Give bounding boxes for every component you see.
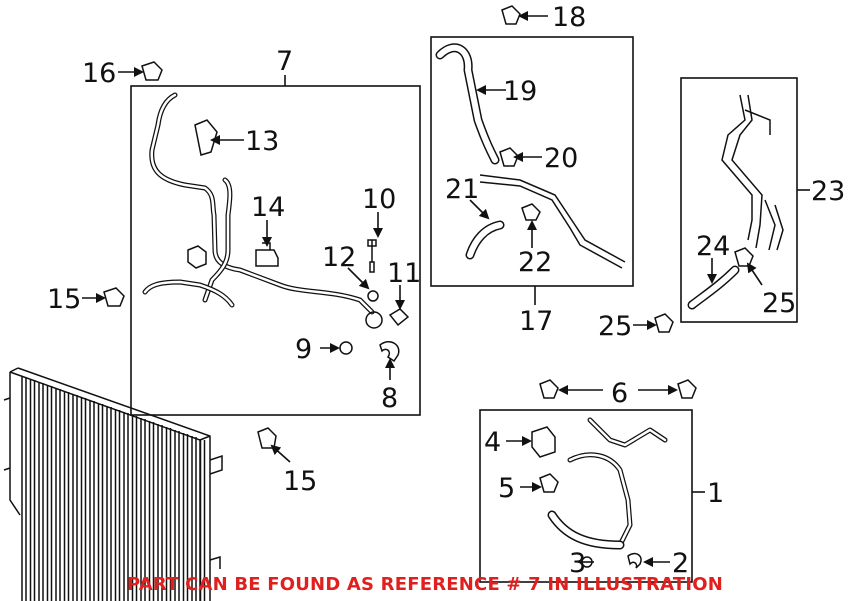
radiator-fin [97,403,104,601]
radiator-fin [123,412,129,601]
callout-18: 18 [552,2,586,33]
radiator-fin [46,385,53,601]
callout-23: 23 [811,176,845,207]
clip-15-bottom [257,427,277,449]
callout-9: 9 [295,334,312,365]
clip-2 [627,552,642,569]
callout-25-outer: 25 [598,311,632,342]
radiator-fin [72,394,78,601]
callout-1: 1 [707,478,724,509]
callout-2: 2 [672,548,689,579]
callout-3: 3 [569,548,586,579]
callout-20: 20 [544,143,578,174]
group-box-17 [430,36,634,287]
callout-21: 21 [445,174,479,205]
callout-4: 4 [484,427,501,458]
radiator-fin [106,406,112,601]
o-ring-12 [367,290,379,302]
sensor-10 [367,239,377,273]
pipe-17 [479,174,626,269]
radiator-fin [148,421,155,601]
callout-17: 17 [519,306,553,337]
radiator-fin [157,424,163,601]
clip-25-outer [654,313,674,333]
clip-16 [141,61,163,81]
pipe-23 [721,94,784,251]
reference-notice: PART CAN BE FOUND AS REFERENCE # 7 IN IL… [127,574,723,595]
radiator-fin [114,409,121,601]
clip-18 [501,5,521,25]
group-box-23 [680,77,798,323]
radiator-fin [21,376,27,601]
callout-16: 16 [82,58,116,89]
group-box-7 [130,85,421,416]
callout-13: 13 [245,126,279,157]
connector-4 [531,426,556,458]
callout-8: 8 [381,383,398,414]
radiator-fin [140,418,146,601]
radiator [3,367,223,601]
callout-19: 19 [503,76,537,107]
bracket-13 [194,119,218,156]
callout-12: 12 [322,242,356,273]
callout-5: 5 [498,473,515,504]
radiator-fin [80,397,87,601]
callout-24: 24 [696,231,730,262]
clip-5 [539,473,559,493]
radiator-fin [131,415,138,601]
leader-lines [82,11,810,567]
radiator-fin [191,436,197,601]
radiator-fin [29,379,36,601]
group-box-1 [479,409,693,583]
clip-22 [521,203,541,221]
radiator-fin [182,433,189,601]
coolant-pipe-assembly-7 [142,92,383,329]
clip-14 [255,242,279,267]
radiator-fin [174,430,180,601]
callout-6: 6 [611,378,628,409]
radiator-fin [38,382,44,601]
callout-15-bottom: 15 [283,466,317,497]
callout-7: 7 [276,46,293,77]
clip-15-left [103,287,125,307]
radiator-fin [165,427,172,601]
clip-6-right [677,379,697,399]
radiator-fin [199,439,206,601]
clip-8 [379,341,400,363]
radiator-fin [55,388,61,601]
clip-6-left [539,379,559,399]
callout-11: 11 [387,258,421,289]
radiator-fin [63,391,70,601]
callout-15-left: 15 [47,284,81,315]
radiator-fin [89,400,95,601]
callout-25-inner: 25 [762,288,796,319]
clip-25-inner [734,247,754,267]
callout-10: 10 [362,184,396,215]
seal-9 [339,341,353,355]
callout-22: 22 [518,247,552,278]
callout-14: 14 [251,192,285,223]
clip-11 [388,308,410,327]
hose-1 [567,417,668,548]
